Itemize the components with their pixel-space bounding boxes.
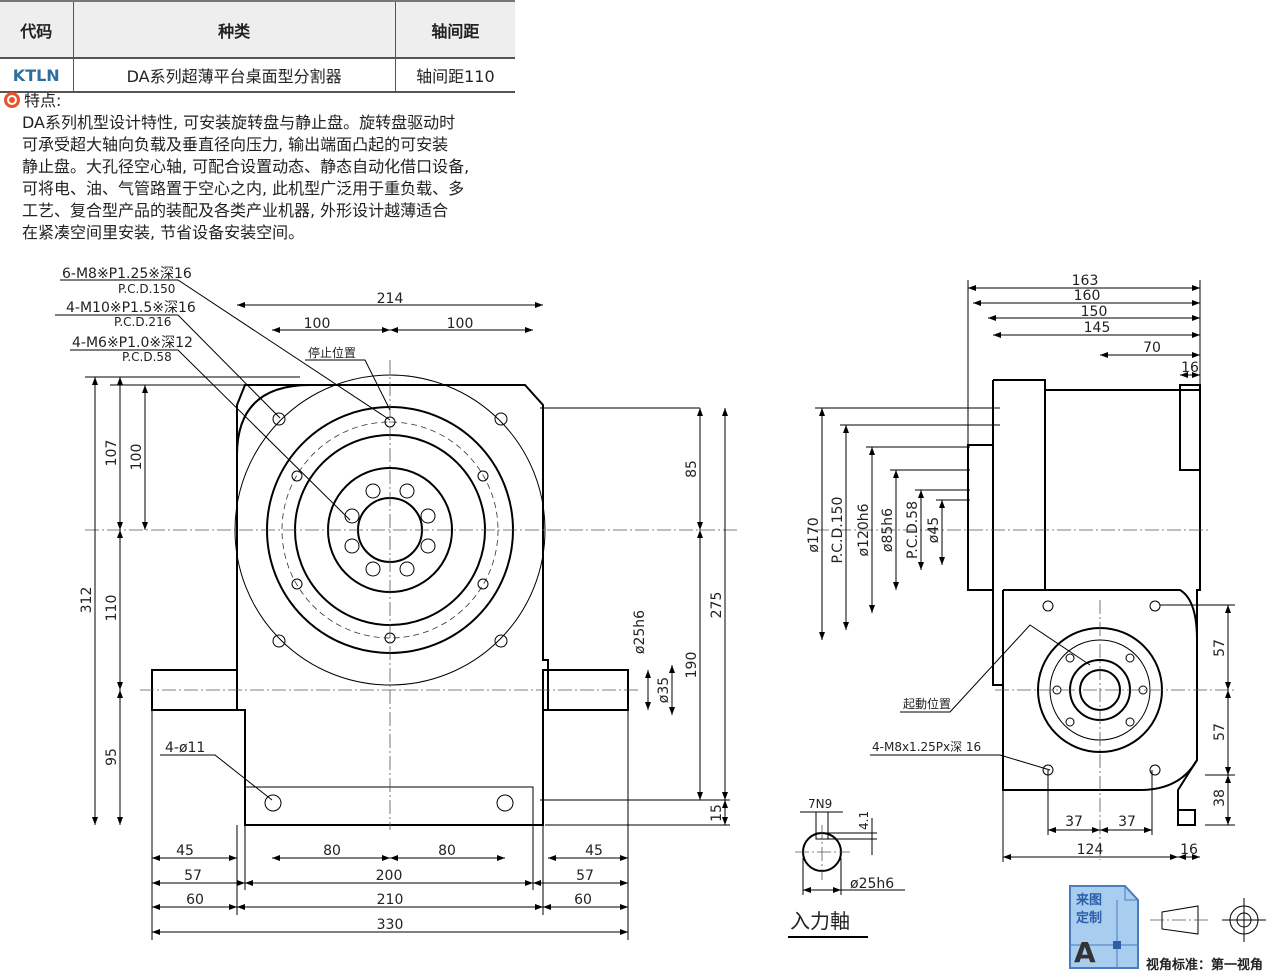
first-angle-circle-icon [1222,898,1266,942]
feature-line: DA系列机型设计特性, 可安装旋转盘与静止盘。旋转盘驱动时 [22,113,456,132]
key-width-label: 7N9 [808,797,832,811]
dim-label: 60 [186,892,204,908]
bullet-icon [4,92,20,108]
dim-label: 110 [104,595,120,622]
dim-label: 100 [129,444,145,471]
callout-pcd150: P.C.D.150 [118,282,175,296]
dim-label: 160 [1074,288,1101,304]
dim-label: 312 [79,587,95,614]
dim-label: 210 [377,892,404,908]
dim-label: 80 [438,843,456,859]
col-spacing: 轴间距 [394,0,515,59]
dim-label: 275 [709,592,725,619]
dim-label: 330 [377,917,404,933]
dim-label: 200 [376,868,403,884]
dim-label: ø25h6 [632,610,648,654]
dim-label: ø170 [806,517,822,552]
code-cell[interactable]: KTLN [0,58,74,93]
dim-label: ø35 [656,677,672,703]
dim-label: P.C.D.58 [905,501,921,559]
spacing-cell: 轴间距110 [394,58,515,93]
dim-label: 45 [176,843,194,859]
dim-label: 124 [1077,842,1104,858]
dim-label: 107 [104,440,120,467]
feature-line: 在紧凑空间里安装, 节省设备安装空间。 [22,223,305,242]
feature-line: 工艺、复合型产品的装配及各类产业机器, 外形设计越薄适合 [22,201,449,220]
callout-pcd58: P.C.D.58 [122,350,172,364]
callout-pcd216: P.C.D.216 [114,315,171,329]
callout-holes: 4-ø11 [165,740,205,756]
dim-label: 38 [1212,789,1228,807]
projection-legend: 来图 定制 A 视角标准：第一视角 [1069,885,1266,973]
dim-label: 57 [184,868,202,884]
dim-label: 16 [1180,842,1198,858]
feature-line: 可将电、油、气管路置于空心之内, 此机型广泛用于重负载、多 [22,179,465,198]
dim-label: 57 [576,868,594,884]
shaft-dia-label: ø25h6 [850,876,894,892]
dim-label: 60 [574,892,592,908]
callout-m8: 6-M8※P1.25※深16 [62,266,192,282]
start-position-label: 起動位置 [903,696,951,711]
shaft-title: 入力軸 [790,909,850,933]
dim-label: P.C.D.150 [830,497,846,564]
dim-label: ø120h6 [856,503,872,556]
dim-label: 190 [684,652,700,679]
side-view: 163 160 150 145 70 16 ø170 P.C.D.150 ø12… [806,273,1235,862]
badge-text: 来图 [1075,892,1102,908]
projection-caption: 视角标准：第一视角 [1146,957,1263,973]
feature-line: 可承受超大轴向负载及垂直径向压力, 输出端面凸起的可安装 [22,135,449,154]
callout-m6: 4-M6※P1.0※深12 [72,335,193,351]
callout-m8-holes: 4-M8x1.25Px深 16 [872,740,981,754]
dim-label: 45 [585,843,603,859]
dim-label: 80 [323,843,341,859]
dim-label: 163 [1072,273,1099,289]
dim-label: 37 [1118,814,1136,830]
dim-label: 214 [377,291,404,307]
dim-label: 85 [684,460,700,478]
feature-line: 静止盘。大孔径空心轴, 可配合设置动态、静态自动化借口设备, [22,157,470,176]
dim-label: 15 [709,804,725,822]
cone-icon [1161,905,1199,935]
col-code: 代码 [0,0,74,59]
features: 特点: DA系列机型设计特性, 可安装旋转盘与静止盘。旋转盘驱动时 可承受超大轴… [4,90,469,244]
type-cell: DA系列超薄平台桌面型分割器 [72,58,396,93]
input-shaft-detail: 7N9 4.1 ø25h6 入力軸 [788,797,905,938]
dim-label: 57 [1212,723,1228,741]
features-title: 特点: [24,91,62,110]
front-view: 6-M8※P1.25※深16 P.C.D.150 4-M10※P1.5※深16 … [55,266,740,940]
dim-label: 100 [304,316,331,332]
dim-label: 145 [1084,320,1111,336]
badge-text: 定制 [1075,910,1102,926]
stop-position-label: 停止位置 [308,345,356,360]
dim-label: 57 [1212,639,1228,657]
callout-m10: 4-M10※P1.5※深16 [66,300,196,316]
dim-label: 16 [1181,360,1199,376]
dim-label: 95 [104,748,120,766]
dim-label: 70 [1143,340,1161,356]
custom-drawing-badge[interactable]: 来图 定制 A [1069,885,1139,969]
dim-label: ø45 [926,517,942,543]
col-type: 种类 [72,0,396,59]
dim-label: 37 [1065,814,1083,830]
dim-label: 100 [447,316,474,332]
dim-label: ø85h6 [880,508,896,552]
key-depth-label: 4.1 [857,811,871,830]
dim-label: 150 [1081,304,1108,320]
badge-letter: A [1074,936,1096,969]
